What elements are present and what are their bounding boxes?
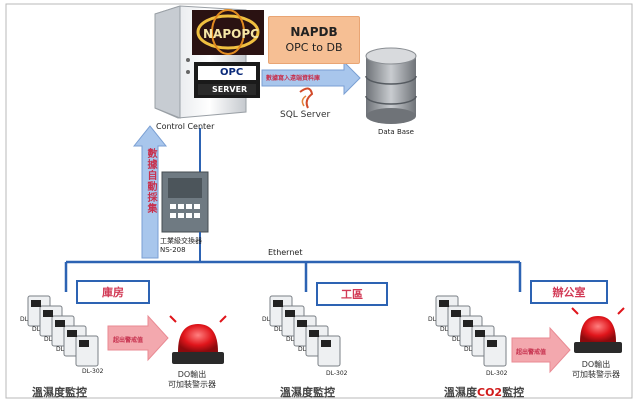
napdb-title: NAPDB bbox=[290, 25, 338, 39]
opc-server-label: SERVER bbox=[212, 85, 248, 94]
alarm-arrow-label: 超出警戒值 bbox=[113, 337, 144, 344]
zone-label-office: 辦公室 bbox=[530, 280, 608, 304]
sql-server-label: SQL Server bbox=[280, 110, 331, 120]
data-collection-label: 數據自動採集 bbox=[145, 148, 156, 214]
office-label-prefix: 溫濕度 bbox=[444, 386, 477, 399]
do-output-line1: DO輸出 bbox=[581, 360, 611, 369]
ethernet-label: Ethernet bbox=[268, 248, 303, 257]
device-label: DL bbox=[56, 346, 64, 353]
siren-icon-2 bbox=[571, 307, 625, 353]
napdb-subtitle: OPC to DB bbox=[285, 41, 343, 54]
device-label: DL bbox=[464, 346, 472, 353]
do-output-label: DO輸出 可加裝警示器 bbox=[168, 370, 216, 390]
device-label: DL bbox=[428, 316, 436, 323]
control-center-server-icon bbox=[154, 5, 264, 119]
siren-icon-1 bbox=[169, 315, 227, 364]
device-label: DL bbox=[298, 346, 306, 353]
do-output-label: DO輸出 可加裝警示器 bbox=[572, 360, 620, 380]
database-icon bbox=[365, 47, 417, 124]
office-label-suffix: 監控 bbox=[502, 386, 525, 399]
arrow-to-database-label: 數據寫入遠端資料庫 bbox=[266, 75, 321, 82]
alarm-arrow-2 bbox=[511, 326, 571, 374]
napopc-logo: NAPOPC bbox=[203, 27, 259, 41]
zone-bottom-label-warehouse: 溫濕度監控 bbox=[32, 386, 87, 399]
device-label: DL bbox=[44, 336, 52, 343]
zone-label-warehouse: 庫房 bbox=[76, 280, 150, 304]
device-model-label: DL-302 bbox=[326, 370, 348, 377]
control-center-label: Control Center bbox=[156, 122, 215, 131]
arrow-to-database bbox=[261, 60, 361, 96]
zone-label-workarea: 工區 bbox=[316, 282, 388, 306]
alarm-arrow-label: 超出警戒值 bbox=[516, 349, 547, 356]
alarm-arrow-1 bbox=[107, 314, 169, 362]
device-label: DL bbox=[440, 326, 448, 333]
do-output-line2: 可加裝警示器 bbox=[168, 380, 216, 389]
logger-stack-1 bbox=[27, 295, 99, 367]
switch-model: NS-208 bbox=[160, 246, 186, 254]
logger-stack-2 bbox=[269, 295, 341, 367]
do-output-line2: 可加裝警示器 bbox=[572, 370, 620, 379]
logger-stack-3 bbox=[435, 295, 507, 367]
do-output-line1: DO輸出 bbox=[177, 370, 207, 379]
napdb-box: NAPDB OPC to DB bbox=[268, 16, 360, 64]
database-label: Data Base bbox=[378, 128, 414, 136]
sql-server-icon bbox=[299, 87, 314, 109]
device-label: DL bbox=[274, 326, 282, 333]
device-model-label: DL-302 bbox=[486, 370, 508, 377]
zone-bottom-label-office: 溫濕度CO2監控 bbox=[444, 384, 524, 400]
device-label: DL bbox=[262, 316, 270, 323]
device-label: DL bbox=[32, 326, 40, 333]
data-collection-arrow bbox=[132, 125, 168, 259]
office-label-co2: CO2 bbox=[477, 386, 503, 399]
device-label: DL bbox=[452, 336, 460, 343]
device-model-label: DL-302 bbox=[82, 368, 104, 375]
diagram-frame bbox=[5, 3, 633, 399]
opc-logo: OPC bbox=[220, 67, 244, 78]
switch-caption: 工業級交換器 bbox=[160, 237, 202, 245]
device-label: DL bbox=[20, 316, 28, 323]
zone-bottom-label-workarea: 溫濕度監控 bbox=[280, 386, 335, 399]
device-label: DL bbox=[286, 336, 294, 343]
network-switch-icon bbox=[161, 171, 209, 233]
